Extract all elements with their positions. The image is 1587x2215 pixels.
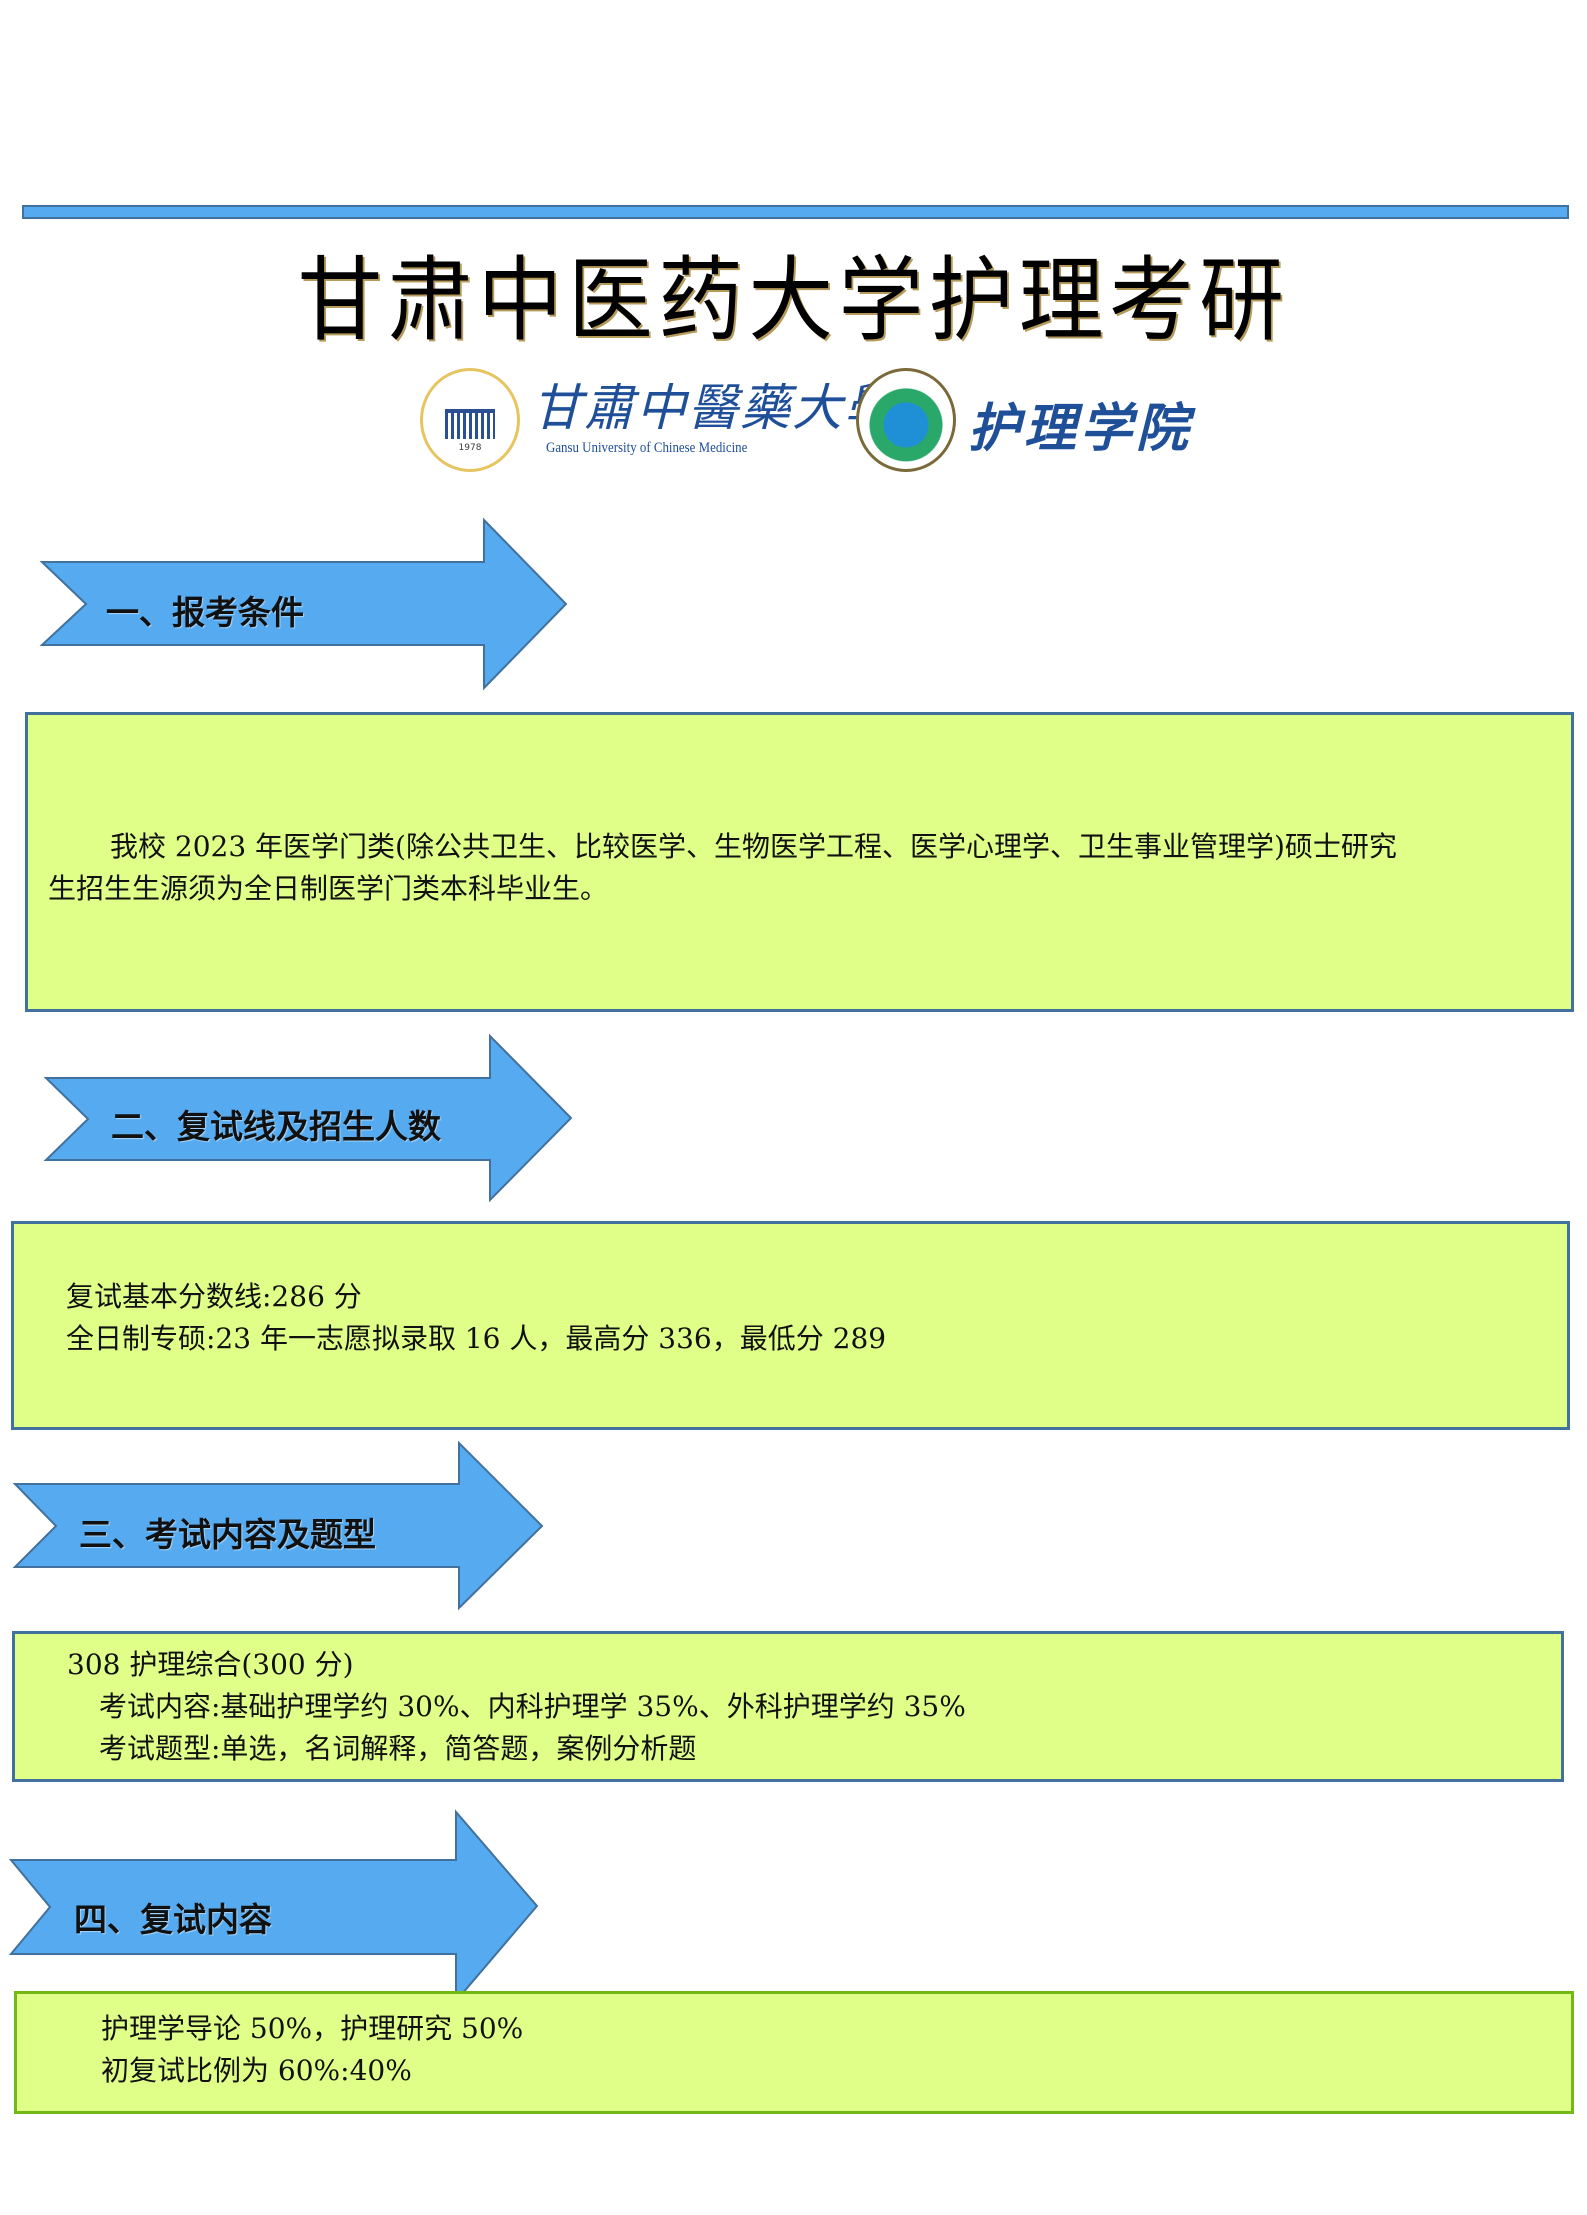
section-2-line-2: 全日制专硕:23 年一志愿拟录取 16 人，最高分 336，最低分 289 bbox=[66, 1322, 887, 1355]
section-4-line-1: 护理学导论 50%，护理研究 50% bbox=[101, 2012, 524, 2045]
section-1-box: 我校 2023 年医学门类(除公共卫生、比较医学、生物医学工程、医学心理学、卫生… bbox=[25, 712, 1574, 1012]
section-3-heading: 三、考试内容及题型 bbox=[79, 1515, 376, 1554]
section-2-line-1: 复试基本分数线:286 分 bbox=[66, 1280, 362, 1313]
nursing-college-emblem-icon bbox=[856, 368, 956, 472]
page-title: 甘肃中医药大学护理考研 bbox=[297, 247, 1290, 354]
section-1-line-1: 我校 2023 年医学门类(除公共卫生、比较医学、生物医学工程、医学心理学、卫生… bbox=[110, 830, 1397, 863]
top-divider-bar bbox=[22, 205, 1569, 219]
section-4-heading: 四、复试内容 bbox=[74, 1900, 272, 1939]
section-3-box: 308 护理综合(300 分) 考试内容:基础护理学约 30%、内科护理学 35… bbox=[12, 1631, 1564, 1782]
section-2-heading: 二、复试线及招生人数 bbox=[111, 1107, 441, 1146]
emblem-year: 1978 bbox=[458, 443, 482, 453]
university-name-cn: 甘肅中醫藥大學 bbox=[532, 379, 896, 437]
building-icon bbox=[445, 409, 495, 439]
section-3-line-3: 考试题型:单选，名词解释，简答题，案例分析题 bbox=[99, 1732, 697, 1765]
logo-banner: 1978 甘肅中醫藥大學 Gansu University of Chinese… bbox=[420, 364, 1188, 476]
university-name-en: Gansu University of Chinese Medicine bbox=[546, 440, 748, 456]
section-1-heading: 一、报考条件 bbox=[106, 593, 304, 632]
section-2-box: 复试基本分数线:286 分 全日制专硕:23 年一志愿拟录取 16 人，最高分 … bbox=[11, 1221, 1570, 1430]
section-1-line-2: 生招生生源须为全日制医学门类本科毕业生。 bbox=[48, 872, 609, 905]
section-3-line-1: 308 护理综合(300 分) bbox=[67, 1648, 354, 1681]
university-emblem-icon: 1978 bbox=[420, 368, 520, 472]
college-name: 护理学院 bbox=[968, 398, 1193, 459]
section-4-line-2: 初复试比例为 60%:40% bbox=[101, 2054, 412, 2087]
section-4-box: 护理学导论 50%，护理研究 50% 初复试比例为 60%:40% bbox=[14, 1991, 1574, 2114]
section-3-line-2: 考试内容:基础护理学约 30%、内科护理学 35%、外科护理学约 35% bbox=[99, 1690, 966, 1723]
